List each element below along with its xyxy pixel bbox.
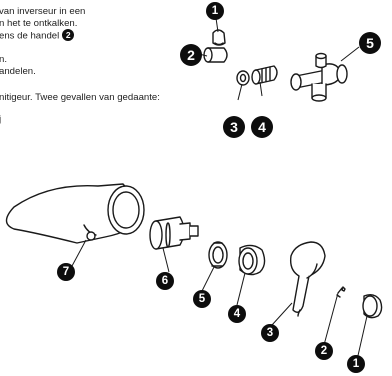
callout-top-1: 1 <box>206 2 224 20</box>
top-part-1-cap <box>212 29 226 46</box>
callout-bottom-1: 1 <box>347 355 365 373</box>
callout-bottom-5: 5 <box>193 290 211 308</box>
instruction-line-1: van inverseur in een <box>0 6 86 17</box>
instruction-line-6: nitigeur. Twee gevallen van gedaante: <box>0 92 160 103</box>
bottom-part-4-ring <box>238 244 266 276</box>
callout-bottom-7: 7 <box>57 263 75 281</box>
callout-bottom-3: 3 <box>261 324 279 342</box>
callout-top-2: 2 <box>180 44 202 66</box>
bottom-part-5-nut <box>208 241 228 269</box>
callout-top-4: 4 <box>251 116 273 138</box>
callout-top-3: 3 <box>223 116 245 138</box>
bottom-part-6-cartridge <box>149 216 199 250</box>
bottom-part-2-screw <box>336 286 346 298</box>
instruction-line-5: andelen. <box>0 66 36 77</box>
top-part-4-insert <box>251 65 278 85</box>
top-part-3-ring <box>236 70 250 86</box>
instruction-line-3-text: ens de handel <box>0 30 60 42</box>
bottom-part-1-cap <box>362 293 383 319</box>
callout-bottom-2: 2 <box>315 342 333 360</box>
bottom-part-3-lever <box>289 241 326 317</box>
top-part-5-tee-body <box>290 52 348 102</box>
callout-bottom-6: 6 <box>156 272 174 290</box>
top-part-2-cylinder <box>203 47 228 63</box>
instruction-line-2: n het te ontkalken. <box>0 18 78 29</box>
instruction-line-7: j <box>0 114 2 125</box>
bottom-part-7-body <box>5 183 145 244</box>
callout-top-5: 5 <box>359 32 381 54</box>
instruction-line-4: n. <box>0 54 8 65</box>
callout-bottom-4: 4 <box>228 305 246 323</box>
inline-part-badge-2: 2 <box>62 29 75 41</box>
